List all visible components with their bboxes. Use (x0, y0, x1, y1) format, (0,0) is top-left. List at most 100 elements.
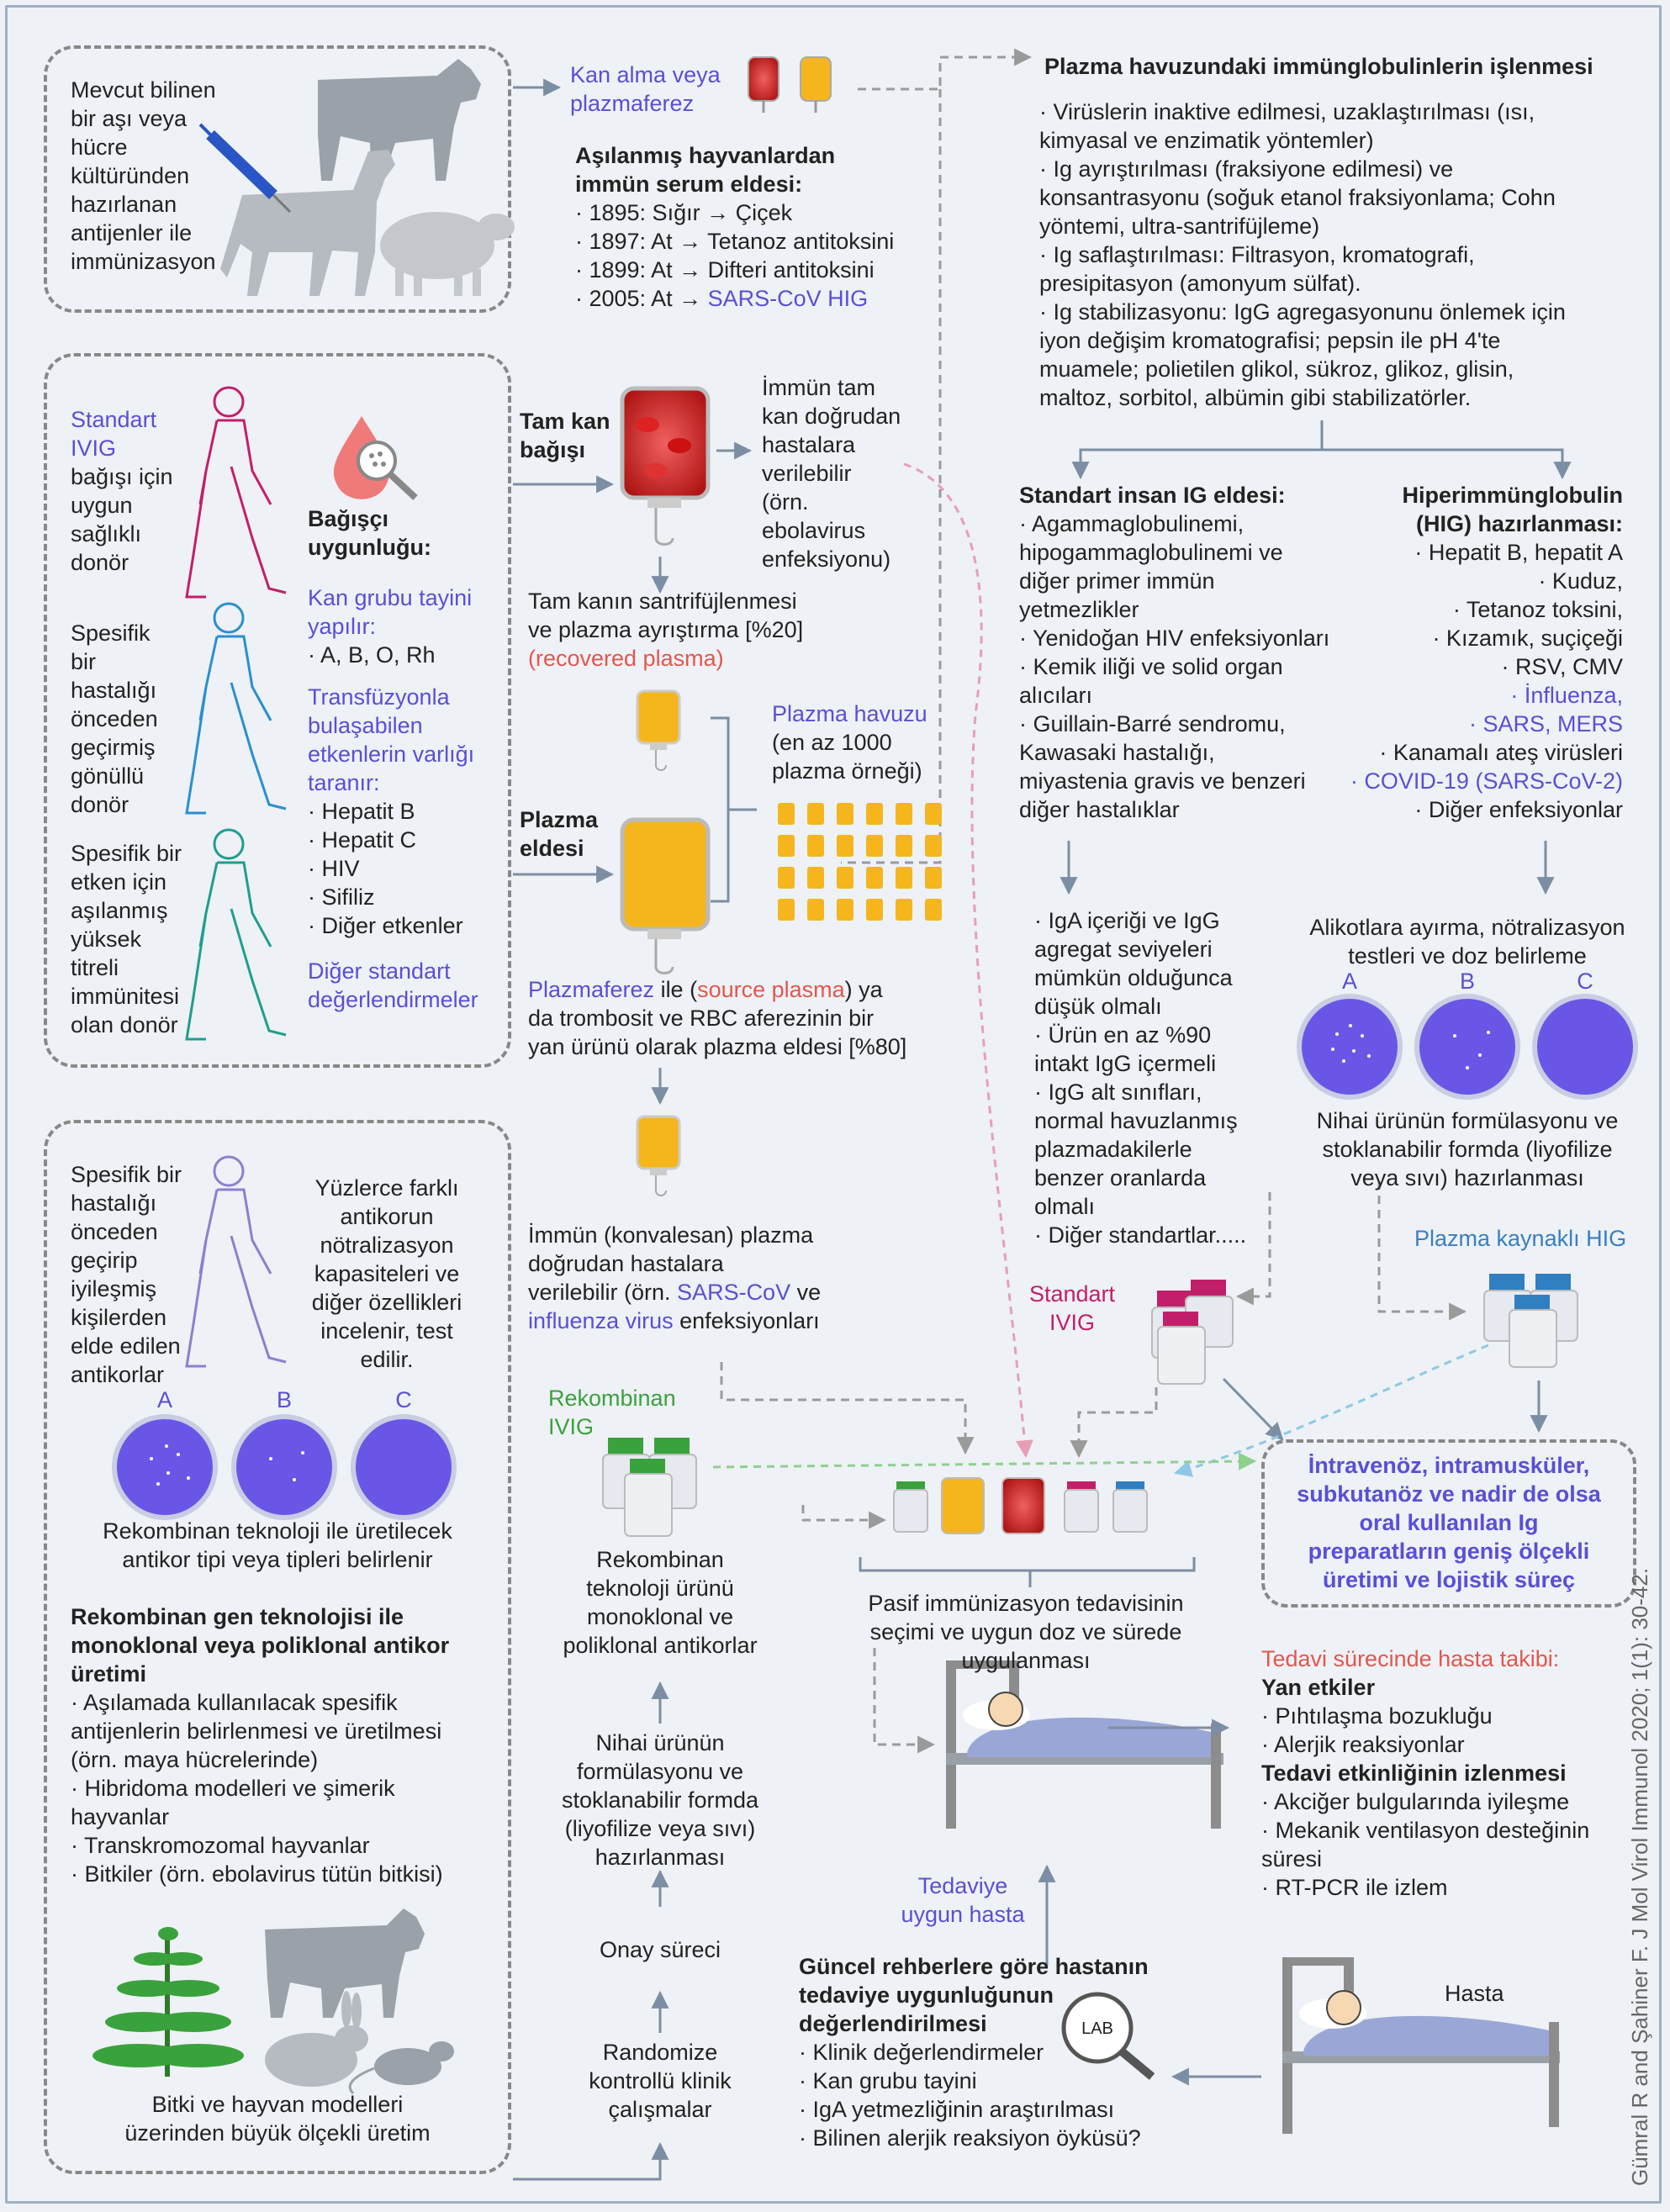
blood-bag-icon (748, 57, 831, 113)
left-plate-label-b: B (267, 1386, 301, 1414)
convalescent-flu: influenza virus (528, 1308, 674, 1333)
plasma-bag-large-icon (622, 820, 708, 974)
sheep-icon (380, 212, 515, 296)
recovered-antibodies-text: Spesifik bir hastalığı önceden geçirip i… (71, 1160, 205, 1389)
processing-item-1: · Virüslerin inaktive edilmesi, uzaklaşt… (1039, 98, 1645, 155)
recombinant-gene-title: Rekombinan gen teknolojisi ile monoklona… (71, 1602, 508, 1688)
plasma-pool-label: Plazma havuzu (772, 699, 957, 728)
centrifuge-main: Tam kanın santrifüjlenmesi ve plazma ayr… (528, 589, 803, 642)
hig-title: Hiperimmünglobulin (HIG) hazırlanması: (1337, 481, 1623, 538)
whole-blood-label: Tam kan bağışı (520, 407, 621, 464)
plate-label-b: B (1451, 967, 1484, 995)
apheresis-text: Plazmaferez ile (source plasma) ya da tr… (528, 975, 949, 1061)
screening-items: · Hepatit B · Hepatit C · HIV · Sifiliz … (308, 797, 510, 940)
plasma-hig-vials-icon (1484, 1274, 1578, 1367)
standard-ig-title: Standart insan IG eldesi: (1019, 481, 1356, 509)
convalescent-plasma-bag-icon (637, 1117, 679, 1196)
plasma-bag-small-icon (637, 691, 679, 770)
efficacy-items: · Akciğer bulgularında iyileşme · Mekani… (1261, 1787, 1648, 1902)
processing-item-4: · Ig stabilizasyonu: IgG agregasyonunu ö… (1039, 298, 1645, 412)
left-plate-label-c: C (387, 1386, 420, 1414)
vaccinated-donor-text: Spesifik bir etken için aşılanmış yüksek… (71, 839, 222, 1039)
blood-collection-label: Kan alma veya plazmaferez (570, 61, 755, 118)
blood-type-title: Kan grubu tayini yapılır: (308, 583, 510, 641)
recombinant-ivig-label: Rekombinan IVIG (548, 1384, 700, 1441)
sars-cov-hig-label: SARS-CoV HIG (708, 286, 869, 311)
animal-immunization-text: Mevcut bilinen bir aşı veya hücre kültür… (71, 76, 256, 276)
petri-dish-left-b-icon (234, 1417, 335, 1518)
side-effects-title: Yan etkiler (1261, 1673, 1648, 1702)
plasma-pool-desc: (en az 1000 plazma örneği) (772, 728, 957, 785)
immune-serum-item-3: · 1899: At → Difteri antitoksini (575, 256, 962, 284)
antibody-types-text: Rekombinan teknoloji ile üretilecek anti… (59, 1517, 496, 1574)
apheresis-text-1: ile ( (654, 977, 697, 1002)
production-text: İntravenöz, intramusküler, subkutanöz ve… (1271, 1451, 1626, 1594)
convalescent-text-3: enfeksiyonları (674, 1308, 820, 1333)
immune-serum-item-4-prefix: · 2005: At → (575, 286, 708, 311)
immune-serum-item-4: · 2005: At → SARS-CoV HIG (575, 284, 962, 313)
hospital-bed-treated-icon (946, 1660, 1223, 1829)
followup-title: Tedavi sürecinde hasta takibi: (1261, 1644, 1648, 1673)
side-effects-items: · Pıhtılaşma bozukluğu · Alerjik reaksiy… (1261, 1702, 1648, 1759)
petri-dish-b-icon (1417, 996, 1518, 1097)
hig-items: · Hepatit B, hepatit A · Kuduz, · Tetano… (1312, 538, 1623, 824)
iga-requirements: · IgA içeriği ve IgG agregat seviyeleri … (1034, 906, 1287, 1249)
convalescent-text-2: ve (790, 1280, 821, 1305)
convalescent-text: İmmün (konvalesan) plazma doğrudan hasta… (528, 1221, 881, 1335)
immune-serum-title: Aşılanmış hayvanlardan immün serum eldes… (575, 141, 928, 198)
immune-serum-item-2: · 1897: At → Tetanoz antitoksini (575, 227, 962, 256)
blood-drop-magnifier-icon (334, 416, 415, 499)
citation-credit: Gümral R and Şahiner F. J Mol Virol Immu… (1627, 1568, 1653, 2186)
plasma-hig-label: Plazma kaynaklı HIG (1414, 1224, 1650, 1253)
hig-items-1: · Hepatit B, hepatit A · Kuduz, · Tetano… (1414, 540, 1623, 679)
whole-blood-bag-icon (622, 388, 708, 545)
donor-eligibility-title: Bağışçı uygunluğu: (308, 504, 476, 562)
blood-type-values: · A, B, O, Rh (308, 641, 510, 669)
petri-dish-left-a-icon (114, 1417, 215, 1518)
antibody-evaluation-text: Yüzlerce farklı antikorun nötralizasyon … (286, 1174, 488, 1374)
efficacy-title: Tedavi etkinliğinin izlenmesi (1261, 1759, 1648, 1787)
plate-label-c: C (1568, 967, 1602, 995)
petri-dish-left-c-icon (353, 1417, 454, 1518)
hig-influenza: · İnfluenza, · SARS, MERS (1469, 683, 1623, 736)
hig-items-3: · Diğer enfeksiyonlar (1414, 797, 1623, 822)
approval-text: Onay süreci (530, 1935, 790, 1964)
recombinant-gene-items: · Aşılamada kullanılacak spesifik antije… (71, 1688, 508, 1888)
recovered-plasma-label: (recovered plasma) (528, 646, 724, 671)
other-evaluations: Diğer standart değerlendirmeler (308, 957, 510, 1014)
recombinant-final-text: Nihai ürünün formülasyonu ve stoklanabil… (530, 1729, 790, 1871)
plant-animal-models-text: Bitki ve hayvan modelleri üzerinden büyü… (84, 2090, 471, 2147)
plate-label-a: A (1333, 967, 1366, 995)
hig-items-2: · Kanamalı ateş virüsleri (1379, 740, 1623, 765)
centrifuge-text: Tam kanın santrifüjlenmesi ve plazma ayr… (528, 587, 898, 673)
hig-covid: · COVID-19 (SARS-CoV-2) (1350, 768, 1623, 794)
processing-title: Plazma havuzundaki immünglobulinlerin iş… (1044, 52, 1633, 81)
aliquot-text: Alikotlara ayırma, nötralizasyon testler… (1287, 913, 1648, 970)
petri-dish-a-icon (1299, 996, 1400, 1097)
rct-text: Randomize kontrollü klinik çalışmalar (530, 2038, 790, 2124)
recombinant-product-text: Rekombinan teknoloji ürünü monoklonal ve… (530, 1545, 790, 1660)
standard-ivig-donor-label: Standart IVIG (71, 405, 188, 462)
convalescent-sars: SARS-CoV (677, 1280, 790, 1305)
recombinant-ivig-vials-icon (603, 1438, 696, 1536)
patient-label: Hasta (1445, 1979, 1546, 2008)
standard-ivig-label: Standart IVIG (1017, 1280, 1127, 1337)
left-plate-label-a: A (148, 1386, 182, 1414)
processing-item-2: · Ig ayrıştırılması (fraksiyone edilmesi… (1039, 155, 1645, 240)
processing-item-3: · Ig saflaştırılması: Filtrasyon, kromat… (1039, 240, 1645, 298)
whole-blood-direct: İmmün tam kan doğrudan hastalara verileb… (762, 373, 938, 573)
specific-disease-donor-text: Spesifik bir hastalığı önceden geçirmiş … (71, 619, 205, 819)
plasma-pool-icon (778, 803, 942, 921)
standard-ivig-vials-icon (1152, 1280, 1233, 1384)
standard-donor-text: bağışı için uygun sağlıklı donör (71, 462, 205, 577)
source-plasma-label: source plasma (697, 977, 845, 1002)
apheresis-label: Plazmaferez (528, 977, 654, 1002)
passive-immunization-text: Pasif immünizasyon tedavisinin seçimi ve… (845, 1589, 1207, 1675)
mouse-icon (350, 2041, 454, 2093)
tobacco-plant-icon (92, 1927, 244, 2077)
cow-icon (318, 59, 481, 181)
petri-dish-c-icon (1535, 996, 1636, 1097)
plasma-label: Plazma eldesi (520, 805, 621, 863)
immune-serum-item-1: · 1895: Sığır → Çiçek (575, 198, 962, 227)
passive-immunization-products-icon (894, 1478, 1147, 1534)
